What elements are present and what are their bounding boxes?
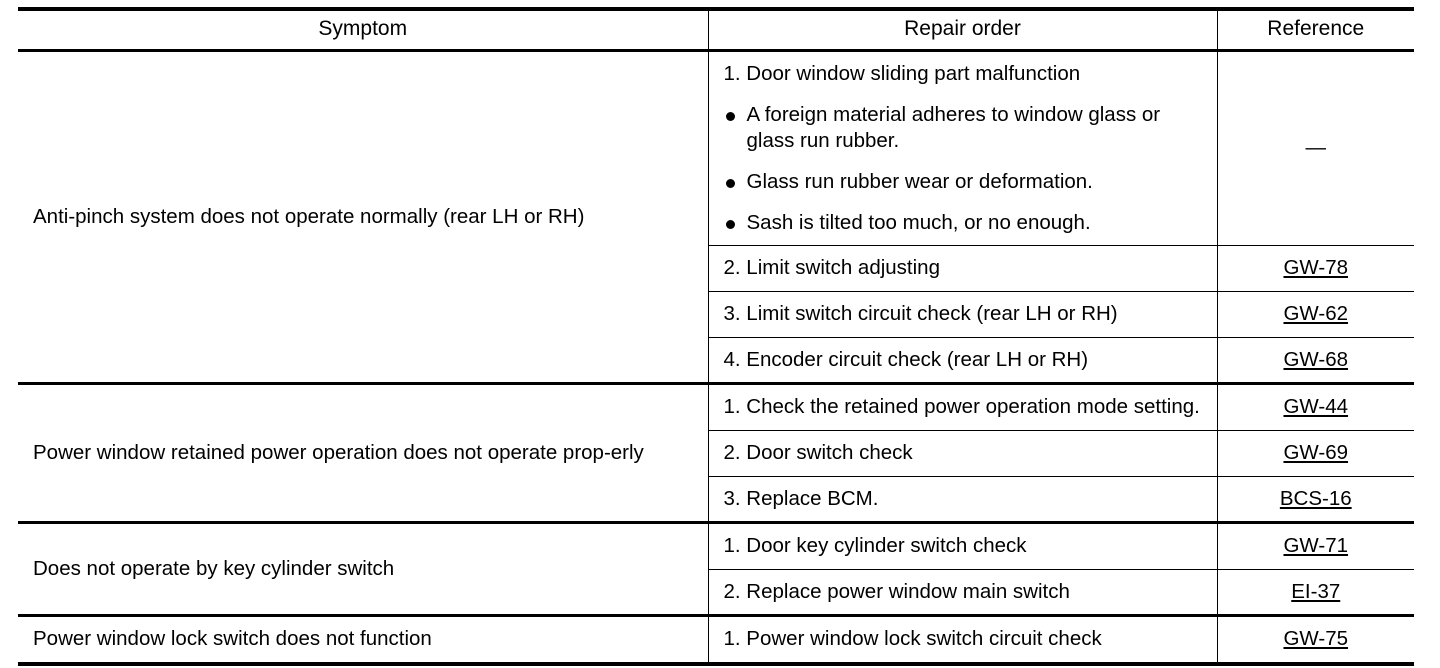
reference-cell: GW-68: [1217, 337, 1414, 386]
repair-order-cell: 1. Door key cylinder switch check: [708, 522, 1218, 570]
repair-step-text: 4. Encoder circuit check (rear LH or RH): [723, 347, 1089, 371]
repair-step-text: 2. Door switch check: [723, 440, 913, 464]
table-row: Power window retained power operation do…: [18, 383, 1414, 525]
reference-cell: —: [1217, 50, 1414, 247]
symptom-cell: Anti-pinch system does not operate norma…: [18, 50, 709, 386]
reference-link[interactable]: BCS-16: [1279, 486, 1352, 510]
repair-order-cell: 3. Replace BCM.: [708, 476, 1218, 525]
repair-step-text: 1. Door window sliding part malfunction: [723, 62, 1081, 86]
table-row: Anti-pinch system does not operate norma…: [18, 50, 1414, 386]
table-body: Anti-pinch system does not operate norma…: [18, 50, 1414, 665]
repair-step-text: 1. Check the retained power operation mo…: [723, 395, 1200, 419]
reference-link[interactable]: GW-75: [1283, 627, 1349, 651]
reference-none-dash: —: [1305, 136, 1327, 160]
repair-step-text: 1. Power window lock switch circuit chec…: [723, 627, 1102, 651]
column-header-repair-order: Repair order: [708, 9, 1218, 53]
repair-order-cell: 1. Check the retained power operation mo…: [708, 383, 1218, 431]
table-row: 3. Limit switch circuit check (rear LH o…: [18, 291, 1414, 338]
repair-order-cell: 4. Encoder circuit check (rear LH or RH): [708, 337, 1218, 386]
reference-link[interactable]: GW-78: [1283, 256, 1349, 280]
reference-link[interactable]: GW-71: [1283, 534, 1349, 558]
column-header-reference: Reference: [1217, 9, 1414, 53]
repair-step-text: 1. Door key cylinder switch check: [723, 534, 1027, 558]
diagnosis-chart-table: Symptom Repair order Reference Anti-pinc…: [18, 7, 1414, 667]
repair-order-cell: 1. Power window lock switch circuit chec…: [708, 615, 1218, 665]
reference-link[interactable]: GW-62: [1283, 301, 1349, 325]
reference-link[interactable]: GW-69: [1283, 440, 1349, 464]
table-row: Does not operate by key cylinder switch 1…: [18, 522, 1414, 618]
reference-cell: BCS-16: [1217, 476, 1414, 525]
bullet-item: A foreign material adheres to window gla…: [724, 102, 1205, 155]
repair-order-cell: 2. Limit switch adjusting: [708, 245, 1218, 292]
table-row: 2. Limit switch adjusting GW-78: [18, 245, 1414, 292]
table-row: 2. Door switch check GW-69: [18, 430, 1414, 477]
reference-link[interactable]: GW-44: [1283, 395, 1349, 419]
bullet-item: Glass run rubber wear or deformation.: [724, 169, 1205, 196]
repair-order-cell: 2. Door switch check: [708, 430, 1218, 477]
bullet-item: Sash is tilted too much, or no enough.: [724, 210, 1205, 237]
table-header: Symptom Repair order Reference: [18, 9, 1414, 53]
reference-cell: GW-71: [1217, 522, 1414, 570]
repair-order-cell: 3. Limit switch circuit check (rear LH o…: [708, 291, 1218, 338]
repair-step-text: 2. Limit switch adjusting: [723, 256, 940, 280]
table-row: 2. Replace power window main switch EI-37: [18, 569, 1414, 618]
header-row: Symptom Repair order Reference: [18, 9, 1414, 53]
symptom-cell: Power window lock switch does not functi…: [18, 615, 709, 665]
reference-cell: GW-69: [1217, 430, 1414, 477]
reference-link[interactable]: EI-37: [1291, 579, 1341, 603]
reference-cell: GW-78: [1217, 245, 1414, 292]
reference-cell: GW-75: [1217, 616, 1414, 664]
diagnosis-chart-table-wrapper: Symptom Repair order Reference Anti-pinc…: [18, 7, 1414, 667]
repair-order-cell: 2. Replace power window main switch: [708, 569, 1218, 618]
repair-step-text: 3. Replace BCM.: [723, 486, 879, 510]
reference-cell: EI-37: [1217, 569, 1414, 618]
table-row: 3. Replace BCM. BCS-16: [18, 476, 1414, 525]
reference-cell: GW-62: [1217, 291, 1414, 338]
table-row: Power window lock switch does not functi…: [18, 615, 1414, 665]
repair-step-text: 3. Limit switch circuit check (rear LH o…: [723, 301, 1118, 325]
symptom-cell: Does not operate by key cylinder switch: [18, 522, 709, 618]
reference-link[interactable]: GW-68: [1283, 347, 1349, 371]
reference-cell: GW-44: [1217, 383, 1414, 431]
column-header-symptom: Symptom: [18, 9, 709, 53]
repair-step-text: 2. Replace power window main switch: [723, 579, 1070, 603]
symptom-cell: Power window retained power operation do…: [18, 383, 709, 525]
table-row: 4. Encoder circuit check (rear LH or RH)…: [18, 337, 1414, 386]
